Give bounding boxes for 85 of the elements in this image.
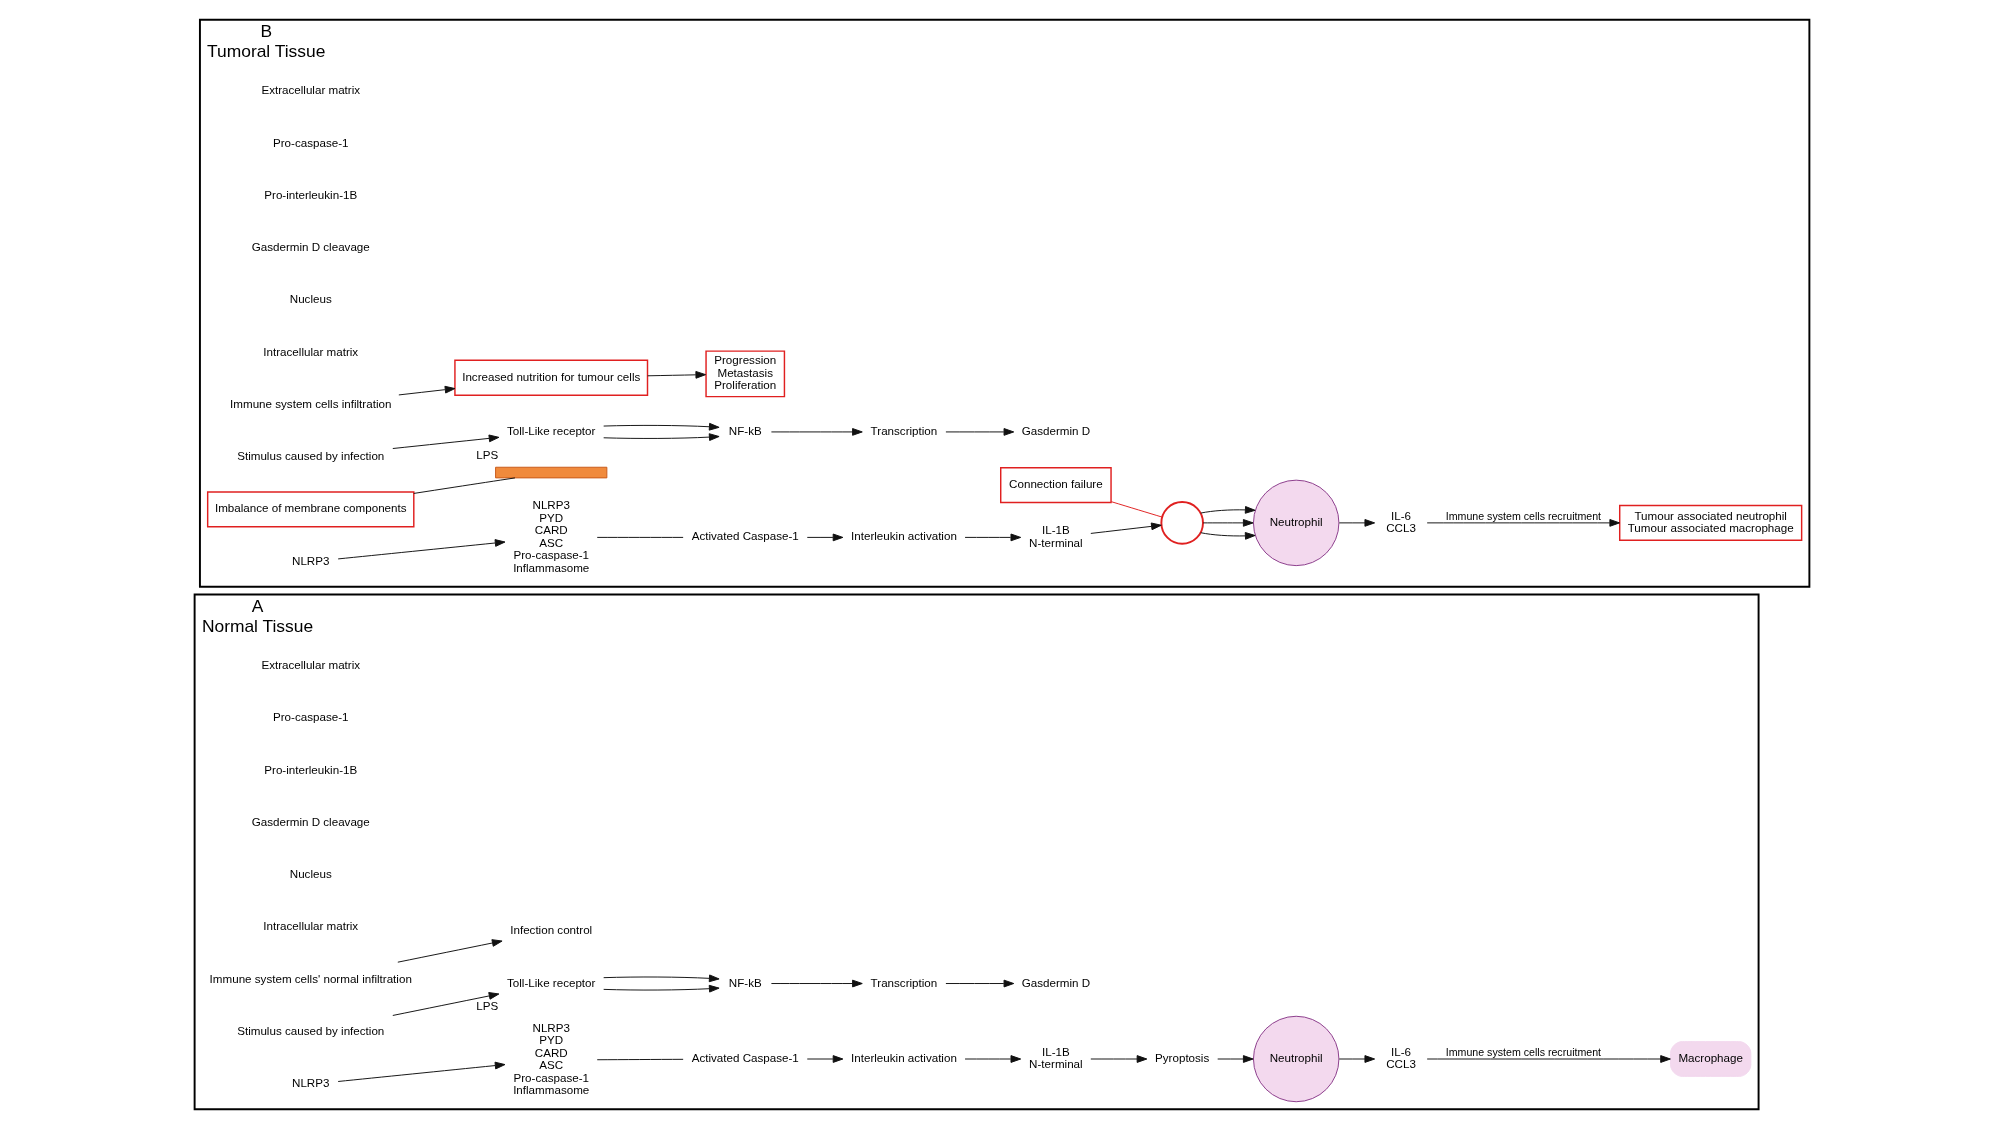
arrow bbox=[945, 428, 1015, 436]
arrow bbox=[770, 979, 863, 988]
label: Gasdermin D cleavage bbox=[251, 240, 370, 254]
arrow bbox=[1200, 506, 1256, 514]
node-circle bbox=[1160, 501, 1204, 545]
node-circle: Neutrophil bbox=[1252, 479, 1340, 567]
label: Extracellular matrix bbox=[261, 83, 361, 97]
arrow bbox=[603, 974, 720, 983]
arrow bbox=[1338, 1055, 1376, 1063]
node-text: NLRP3 PYD CARD ASC Pro-caspase-1 Inflammasome bbox=[513, 1020, 590, 1097]
label: Intracellular matrix bbox=[263, 919, 359, 933]
arrow bbox=[1426, 519, 1621, 527]
node-text: IL-1B N-terminal bbox=[1029, 1044, 1083, 1071]
arrow bbox=[1090, 1055, 1148, 1063]
arrow bbox=[1090, 522, 1162, 534]
node-text: Stimulus caused by infection bbox=[237, 1023, 385, 1037]
label: Pro-interleukin-1B bbox=[264, 187, 358, 201]
node-label: LPS bbox=[476, 999, 499, 1013]
node-circle: Neutrophil bbox=[1252, 1015, 1340, 1103]
arrow bbox=[1200, 532, 1256, 540]
node-box: Progression Metastasis Proliferation bbox=[705, 350, 786, 398]
node-text: Gasdermin D bbox=[1021, 975, 1091, 989]
node-text: Infection control bbox=[510, 923, 593, 937]
node-text: Activated Caspase-1 bbox=[691, 1051, 799, 1064]
label: Gasdermin D cleavage bbox=[251, 814, 370, 828]
node-text: Interleukin activation bbox=[851, 529, 957, 543]
arrow bbox=[603, 433, 720, 441]
node-box: Tumour associated neutrophil Tumour associated macrophage bbox=[1619, 504, 1803, 542]
arrow bbox=[397, 939, 503, 963]
arrow bbox=[647, 370, 707, 379]
arrow bbox=[603, 422, 720, 431]
connector bbox=[596, 1058, 684, 1061]
label: Pro-interleukin-1B bbox=[264, 762, 358, 776]
node-label: LPS bbox=[476, 447, 499, 461]
arrow bbox=[1426, 1055, 1671, 1063]
arrow bbox=[398, 385, 456, 396]
edge-label: Immune system cells recruitment bbox=[1445, 1045, 1602, 1058]
arrow bbox=[945, 979, 1015, 988]
node-text: Activated Caspase-1 bbox=[691, 529, 799, 543]
connector bbox=[596, 536, 684, 538]
node-text: Transcription bbox=[870, 975, 938, 989]
arrow bbox=[1217, 1055, 1254, 1063]
label: Extracellular matrix bbox=[261, 658, 361, 672]
node-text: NF-kB bbox=[728, 975, 762, 989]
node-text: Immune system cells' normal infiltration bbox=[209, 971, 412, 985]
arrow bbox=[806, 1055, 844, 1063]
label: Pro-caspase-1 bbox=[272, 710, 349, 724]
arrow bbox=[603, 984, 720, 993]
node-text: NF-kB bbox=[728, 423, 762, 437]
arrow bbox=[392, 434, 500, 449]
label: Intracellular matrix bbox=[263, 344, 359, 358]
node-box: Imbalance of membrane components bbox=[206, 491, 415, 528]
edge-label: Immune system cells recruitment bbox=[1445, 509, 1602, 522]
arrow bbox=[770, 428, 863, 436]
connector bbox=[413, 477, 516, 494]
label: Pro-caspase-1 bbox=[272, 135, 349, 149]
node-bar bbox=[495, 466, 608, 479]
node-text: Pyroptosis bbox=[1155, 1051, 1210, 1064]
node-box: Macrophage bbox=[1670, 1041, 1752, 1077]
node-text: IL-6 CCL3 bbox=[1386, 508, 1416, 535]
node-text: Transcription bbox=[870, 423, 938, 437]
arrow bbox=[1338, 519, 1376, 527]
node-text: Stimulus caused by infection bbox=[237, 449, 385, 463]
node-text: Toll-Like receptor bbox=[507, 423, 596, 437]
label: Nucleus bbox=[289, 292, 332, 306]
node-text: NLRP3 PYD CARD ASC Pro-caspase-1 Inflammasome bbox=[513, 497, 590, 574]
node-text: Toll-Like receptor bbox=[507, 975, 596, 989]
node-text: NLRP3 bbox=[292, 1076, 330, 1090]
arrow bbox=[964, 533, 1022, 542]
node-text: NLRP3 bbox=[292, 553, 330, 567]
connector bbox=[1110, 501, 1163, 518]
node-text: Gasdermin D bbox=[1021, 423, 1091, 437]
node-text: IL-6 CCL3 bbox=[1386, 1044, 1416, 1071]
node-text: IL-1B N-terminal bbox=[1029, 523, 1083, 549]
arrow bbox=[337, 539, 506, 560]
arrow bbox=[337, 1061, 506, 1082]
node-text: Immune system cells infiltration bbox=[230, 396, 392, 410]
label: Nucleus bbox=[289, 867, 332, 881]
node-text: Interleukin activation bbox=[851, 1051, 957, 1064]
arrow bbox=[392, 992, 500, 1016]
arrow bbox=[1202, 519, 1254, 527]
node-box: Connection failure bbox=[1000, 467, 1112, 504]
arrow bbox=[806, 533, 844, 542]
arrow bbox=[964, 1055, 1022, 1063]
node-box: Increased nutrition for tumour cells bbox=[454, 359, 649, 396]
